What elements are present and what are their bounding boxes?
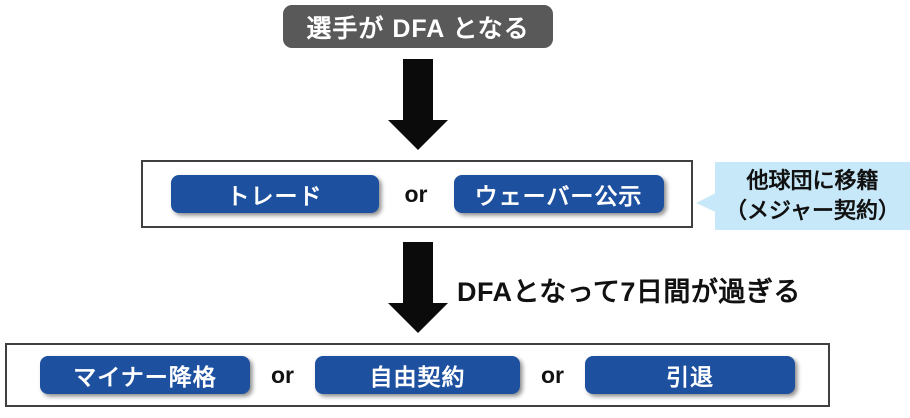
option-free-agency-label: 自由契約	[369, 364, 466, 390]
or-label: or	[404, 180, 428, 207]
callout-line1: 他球団に移籍	[746, 168, 879, 193]
callout-line2: （メジャー契約）	[725, 198, 900, 223]
start-box: 選手が DFA となる	[283, 5, 553, 48]
or-label: or	[271, 361, 294, 388]
transition-label: DFAとなって7日間が過ぎる	[457, 270, 801, 309]
down-arrow-icon	[388, 242, 448, 333]
option-retirement: 引退	[585, 356, 795, 394]
or-label: or	[541, 361, 564, 388]
step2-box: トレード or ウェーバー公示	[141, 160, 693, 228]
option-minors-label: マイナー降格	[73, 364, 217, 390]
option-trade: トレード	[170, 175, 379, 213]
step3-box: マイナー降格 or 自由契約 or 引退	[5, 343, 830, 407]
transition-label-text: DFAとなって7日間が過ぎる	[457, 277, 801, 307]
option-waivers: ウェーバー公示	[453, 175, 664, 213]
option-retirement-label: 引退	[666, 364, 714, 390]
option-trade-label: トレード	[226, 183, 323, 209]
option-minors: マイナー降格	[40, 356, 250, 394]
down-arrow-icon	[388, 59, 448, 150]
callout-tail	[696, 190, 722, 215]
callout-bubble: 他球団に移籍 （メジャー契約）	[696, 162, 910, 230]
option-free-agency: 自由契約	[315, 356, 520, 394]
option-waivers-label: ウェーバー公示	[474, 183, 643, 209]
start-box-label: 選手が DFA となる	[306, 14, 530, 43]
